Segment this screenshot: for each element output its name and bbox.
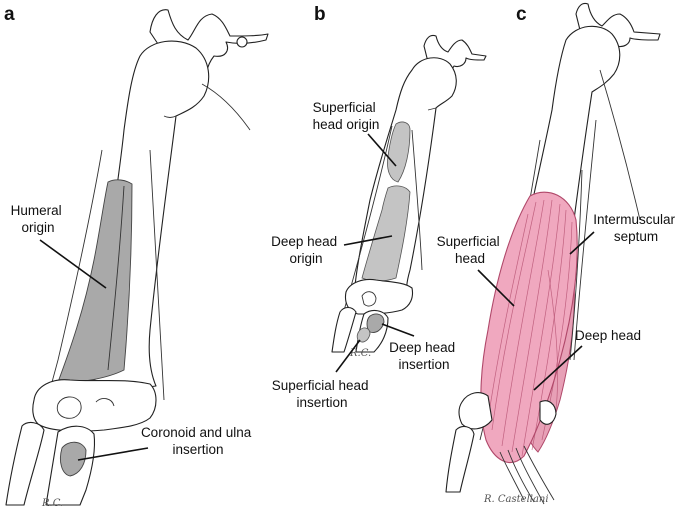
panel-c-intermuscular-septum xyxy=(569,169,583,361)
panel-b-humerus-neck xyxy=(427,107,437,111)
panel-c-tendon xyxy=(499,445,555,505)
panel-b-letter: b xyxy=(314,4,326,25)
label-superficial-head: Superficial head xyxy=(437,234,504,266)
panel-a-ridge xyxy=(107,185,125,371)
leader-superficial-head-origin xyxy=(367,133,397,167)
label-deep-head-origin: Deep head origin xyxy=(271,234,341,266)
panel-a-contour-line xyxy=(201,83,251,131)
panel-c-contour-line xyxy=(599,69,641,221)
panel-b-deep-insertion-area xyxy=(366,313,385,333)
leader-deep-head xyxy=(533,345,583,391)
label-intermuscular-septum: Intermuscular septum xyxy=(593,212,679,244)
panel-b-superficial-insertion-area xyxy=(356,327,371,343)
leader-superficial-head-insertion xyxy=(335,339,361,373)
panel-c-medial-epicondyle xyxy=(539,400,557,425)
panel-c-radius xyxy=(445,425,475,493)
leader-deep-head-insertion xyxy=(381,323,415,337)
leader-intermuscular-septum xyxy=(569,231,595,255)
panel-b-signature: R.C. xyxy=(349,348,371,359)
leader-humeral-origin xyxy=(39,239,107,289)
label-humeral-origin: Humeral origin xyxy=(11,203,66,235)
panel-a-capitulum xyxy=(95,398,115,407)
panel-b-superficial-origin-area xyxy=(387,121,411,183)
panel-a: a R.C. Humeral origin Coronoid and uln xyxy=(4,4,269,509)
label-superficial-head-insertion: Superficial head insertion xyxy=(272,378,373,410)
panel-a-elbow xyxy=(32,379,157,432)
panel-a-radius xyxy=(5,421,45,506)
leader-deep-head-origin xyxy=(343,235,393,246)
panel-a-signature: R.C. xyxy=(41,498,63,509)
panel-a-humeral-origin-area xyxy=(57,179,133,383)
panel-b-elbow xyxy=(344,278,414,315)
leader-coronoid-insertion xyxy=(77,447,149,461)
panel-b-trochlea xyxy=(361,291,377,307)
label-deep-head: Deep head xyxy=(575,328,641,343)
panel-a-letter: a xyxy=(4,4,15,25)
panel-a-acromion-tip xyxy=(236,36,248,48)
panel-a-coronoid-insertion-area xyxy=(59,441,87,477)
panel-c: c xyxy=(437,2,679,505)
label-superficial-head-origin: Superficial head origin xyxy=(313,100,380,132)
label-deep-head-insertion: Deep head insertion xyxy=(389,340,459,372)
panel-c-muscle-fibers xyxy=(487,199,573,457)
panel-b: b R.C. Superficial head origin Deep head xyxy=(271,4,487,410)
label-coronoid-insertion: Coronoid and ulna insertion xyxy=(141,425,255,457)
panel-c-elbow xyxy=(458,392,493,430)
panel-c-letter: c xyxy=(516,4,527,25)
panel-a-trochlea xyxy=(56,396,82,419)
panel-b-radius xyxy=(331,306,357,353)
panel-a-humerus-neck xyxy=(163,115,177,118)
leader-superficial-head xyxy=(477,269,515,307)
panel-c-signature: R. Castellani xyxy=(483,494,549,505)
